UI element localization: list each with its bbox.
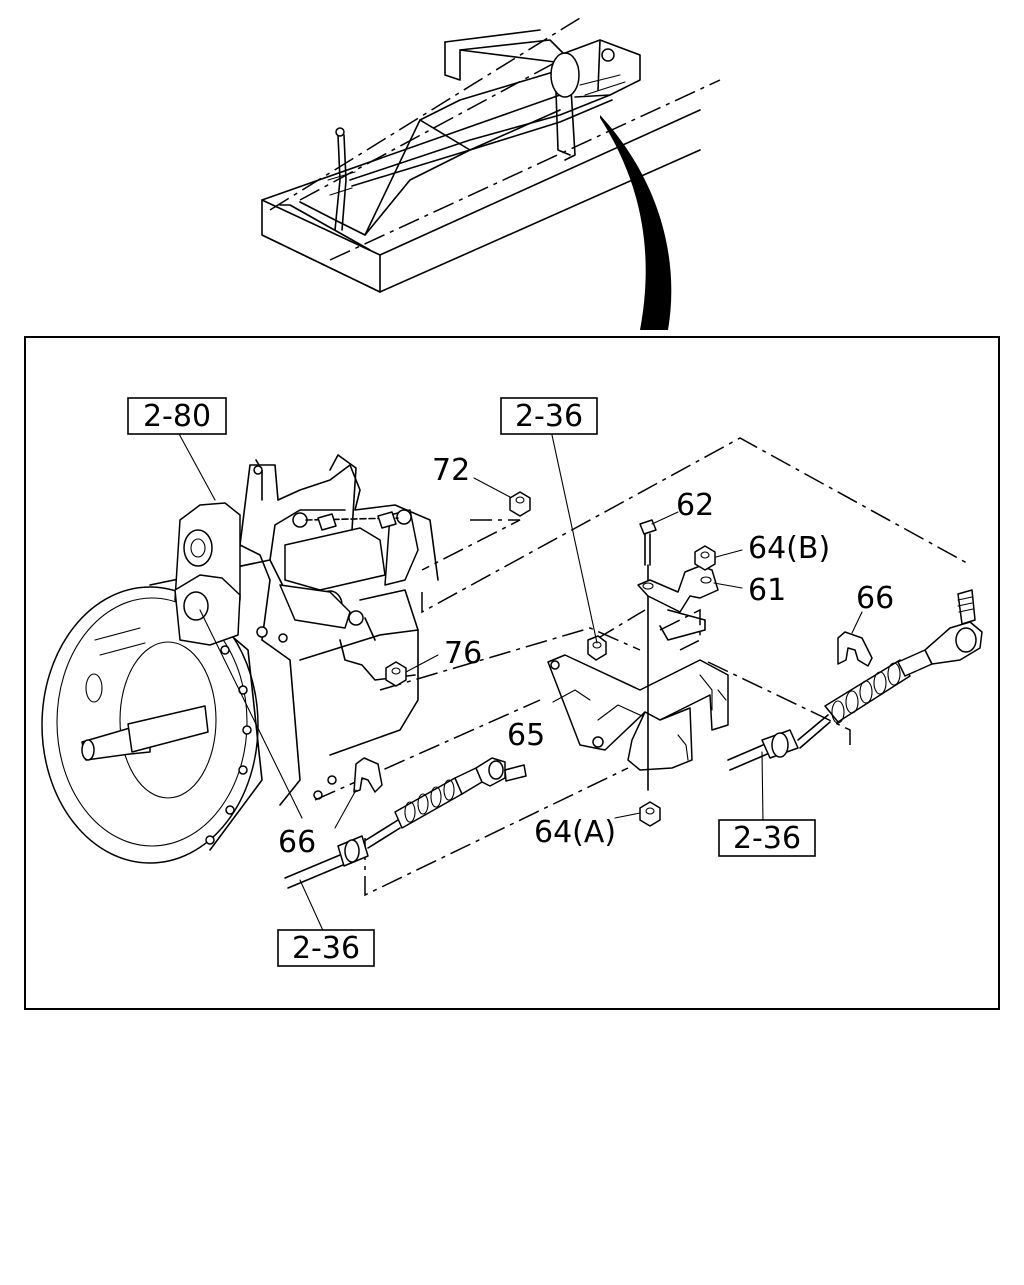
reference-2-36-right[interactable]: 2-36 <box>718 819 816 857</box>
reference-2-36-top[interactable]: 2-36 <box>500 397 598 435</box>
nut-64b <box>694 545 716 571</box>
reference-2-36-bottom-label: 2-36 <box>292 931 360 966</box>
chassis-overview <box>261 17 721 330</box>
detail-arrow <box>600 115 672 330</box>
callout-64b: 64(B) <box>748 531 830 566</box>
bracket-65 <box>547 654 729 771</box>
rim-bolts <box>205 645 252 845</box>
callout-62: 62 <box>676 488 714 523</box>
reference-2-36-bottom[interactable]: 2-36 <box>277 929 375 967</box>
select-cable-left <box>284 757 527 889</box>
detail-frame <box>24 336 1000 1010</box>
callout-65: 65 <box>507 718 545 753</box>
clip-66-left <box>353 757 383 793</box>
transmission-assembly <box>41 454 439 864</box>
clip-66-right <box>837 631 873 667</box>
shift-cable-right <box>727 589 983 771</box>
reference-2-36-right-label: 2-36 <box>733 821 801 856</box>
callout-61: 61 <box>748 573 786 608</box>
nut-64a <box>639 801 661 827</box>
callout-72: 72 <box>432 453 470 488</box>
callout-64a: 64(A) <box>534 815 616 850</box>
reference-2-80-label: 2-80 <box>143 399 211 434</box>
reference-2-80[interactable]: 2-80 <box>127 397 227 435</box>
nut-76 <box>385 661 407 687</box>
callout-66-left: 66 <box>278 825 316 860</box>
nut-72 <box>509 491 531 517</box>
nut-top-236 <box>587 635 607 661</box>
leader-lines <box>177 431 863 936</box>
bracket-61 <box>637 565 719 641</box>
callout-66-right: 66 <box>856 581 894 616</box>
reference-2-36-top-label: 2-36 <box>515 399 583 434</box>
callout-76: 76 <box>444 636 482 671</box>
callout-labels: 72 62 64(B) 61 66 76 65 64(A) 66 <box>278 453 894 860</box>
